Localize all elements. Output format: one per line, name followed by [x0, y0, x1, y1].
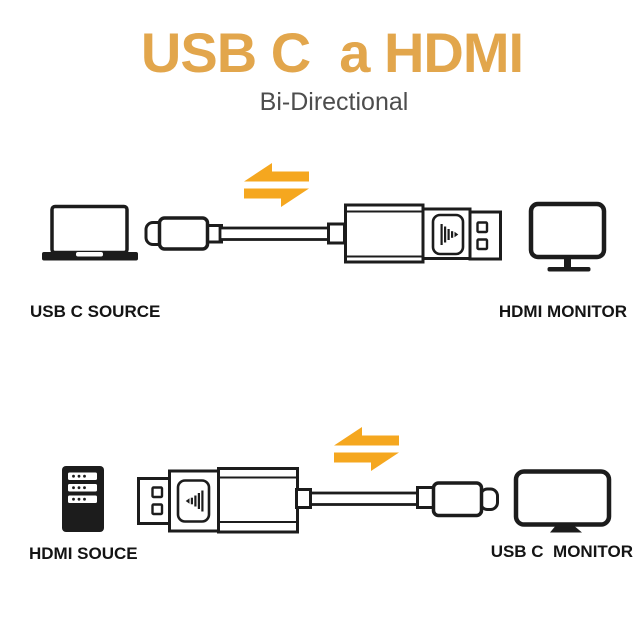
signal-logo-icon	[440, 224, 459, 245]
usbc-to-hdmi-adapter-icon	[344, 203, 472, 264]
diagram-row-usbc-source	[42, 163, 607, 272]
page-subtitle: Bi-Directional	[259, 88, 409, 116]
usb-c-plug-icon	[295, 481, 499, 518]
usb-c-plug-icon	[144, 216, 346, 251]
hdmi-monitor-icon	[528, 201, 607, 272]
bidirectional-arrows-icon	[334, 427, 399, 471]
label-usb-c-source: USB C SOURCE	[30, 302, 161, 321]
hdmi-to-usbc-adapter-icon	[168, 467, 299, 534]
bidirectional-arrows-icon	[244, 163, 309, 207]
label-usb-c-monitor: USB C MONITOR	[490, 542, 633, 561]
page-title: USB C a HDMI	[140, 21, 524, 84]
label-hdmi-monitor: HDMI MONITOR	[498, 302, 627, 321]
hdmi-plug-icon	[468, 210, 502, 261]
arrow-right-icon	[244, 188, 309, 207]
arrow-left-icon	[244, 163, 309, 182]
hdmi-plug-icon	[137, 477, 171, 525]
diagram-row-hdmi-source	[62, 427, 612, 534]
arrow-left-icon	[334, 427, 399, 446]
tower-drive-dots	[72, 474, 86, 501]
label-hdmi-souce: HDMI SOUCE	[29, 544, 138, 563]
arrow-right-icon	[334, 452, 399, 471]
laptop-icon	[42, 204, 138, 261]
signal-logo-icon	[185, 490, 204, 512]
cable	[218, 226, 332, 241]
usbc-monitor-icon	[513, 469, 612, 533]
desktop-tower-icon	[62, 466, 104, 532]
cable	[307, 491, 421, 506]
